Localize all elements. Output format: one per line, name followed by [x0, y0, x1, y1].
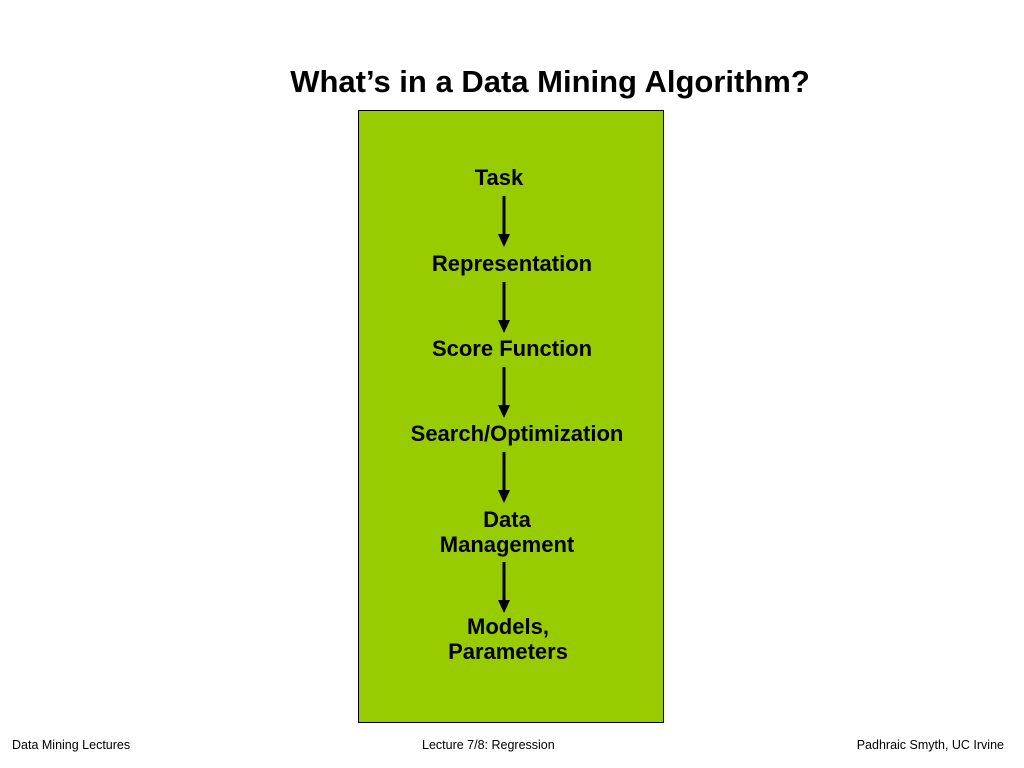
step-models-parameters-line-2: Parameters: [448, 639, 568, 664]
step-models-parameters: Models, Parameters: [448, 614, 568, 664]
step-models-parameters-line-1: Models,: [467, 614, 549, 639]
footer-course: Data Mining Lectures: [12, 738, 131, 752]
flow-panel: [358, 110, 664, 723]
step-task: Task: [475, 165, 524, 190]
step-search-optimization-label: Search/Optimization: [410, 421, 624, 446]
step-data-management: Data Management: [440, 507, 574, 557]
arrow-down-icon: [498, 452, 510, 503]
step-representation: Representation: [432, 251, 592, 276]
arrow-down-icon: [498, 562, 510, 613]
arrow-down-icon: [498, 367, 510, 418]
step-data-management-line-1: Data: [483, 507, 531, 532]
step-score-function-label: Score Function: [431, 336, 593, 361]
slide-title: What’s in a Data Mining Algorithm?: [290, 64, 810, 99]
step-score-function: Score Function: [432, 336, 592, 361]
step-data-management-line-2: Management: [439, 532, 575, 557]
step-search-optimization: Search/Optimization: [411, 421, 624, 446]
step-task-label: Task: [474, 165, 524, 190]
footer-lecture: Lecture 7/8: Regression: [422, 738, 555, 752]
arrow-down-icon: [498, 196, 510, 247]
step-representation-label: Representation: [431, 251, 593, 276]
footer-author: Padhraic Smyth, UC Irvine: [856, 738, 1004, 752]
arrow-down-icon: [498, 282, 510, 333]
